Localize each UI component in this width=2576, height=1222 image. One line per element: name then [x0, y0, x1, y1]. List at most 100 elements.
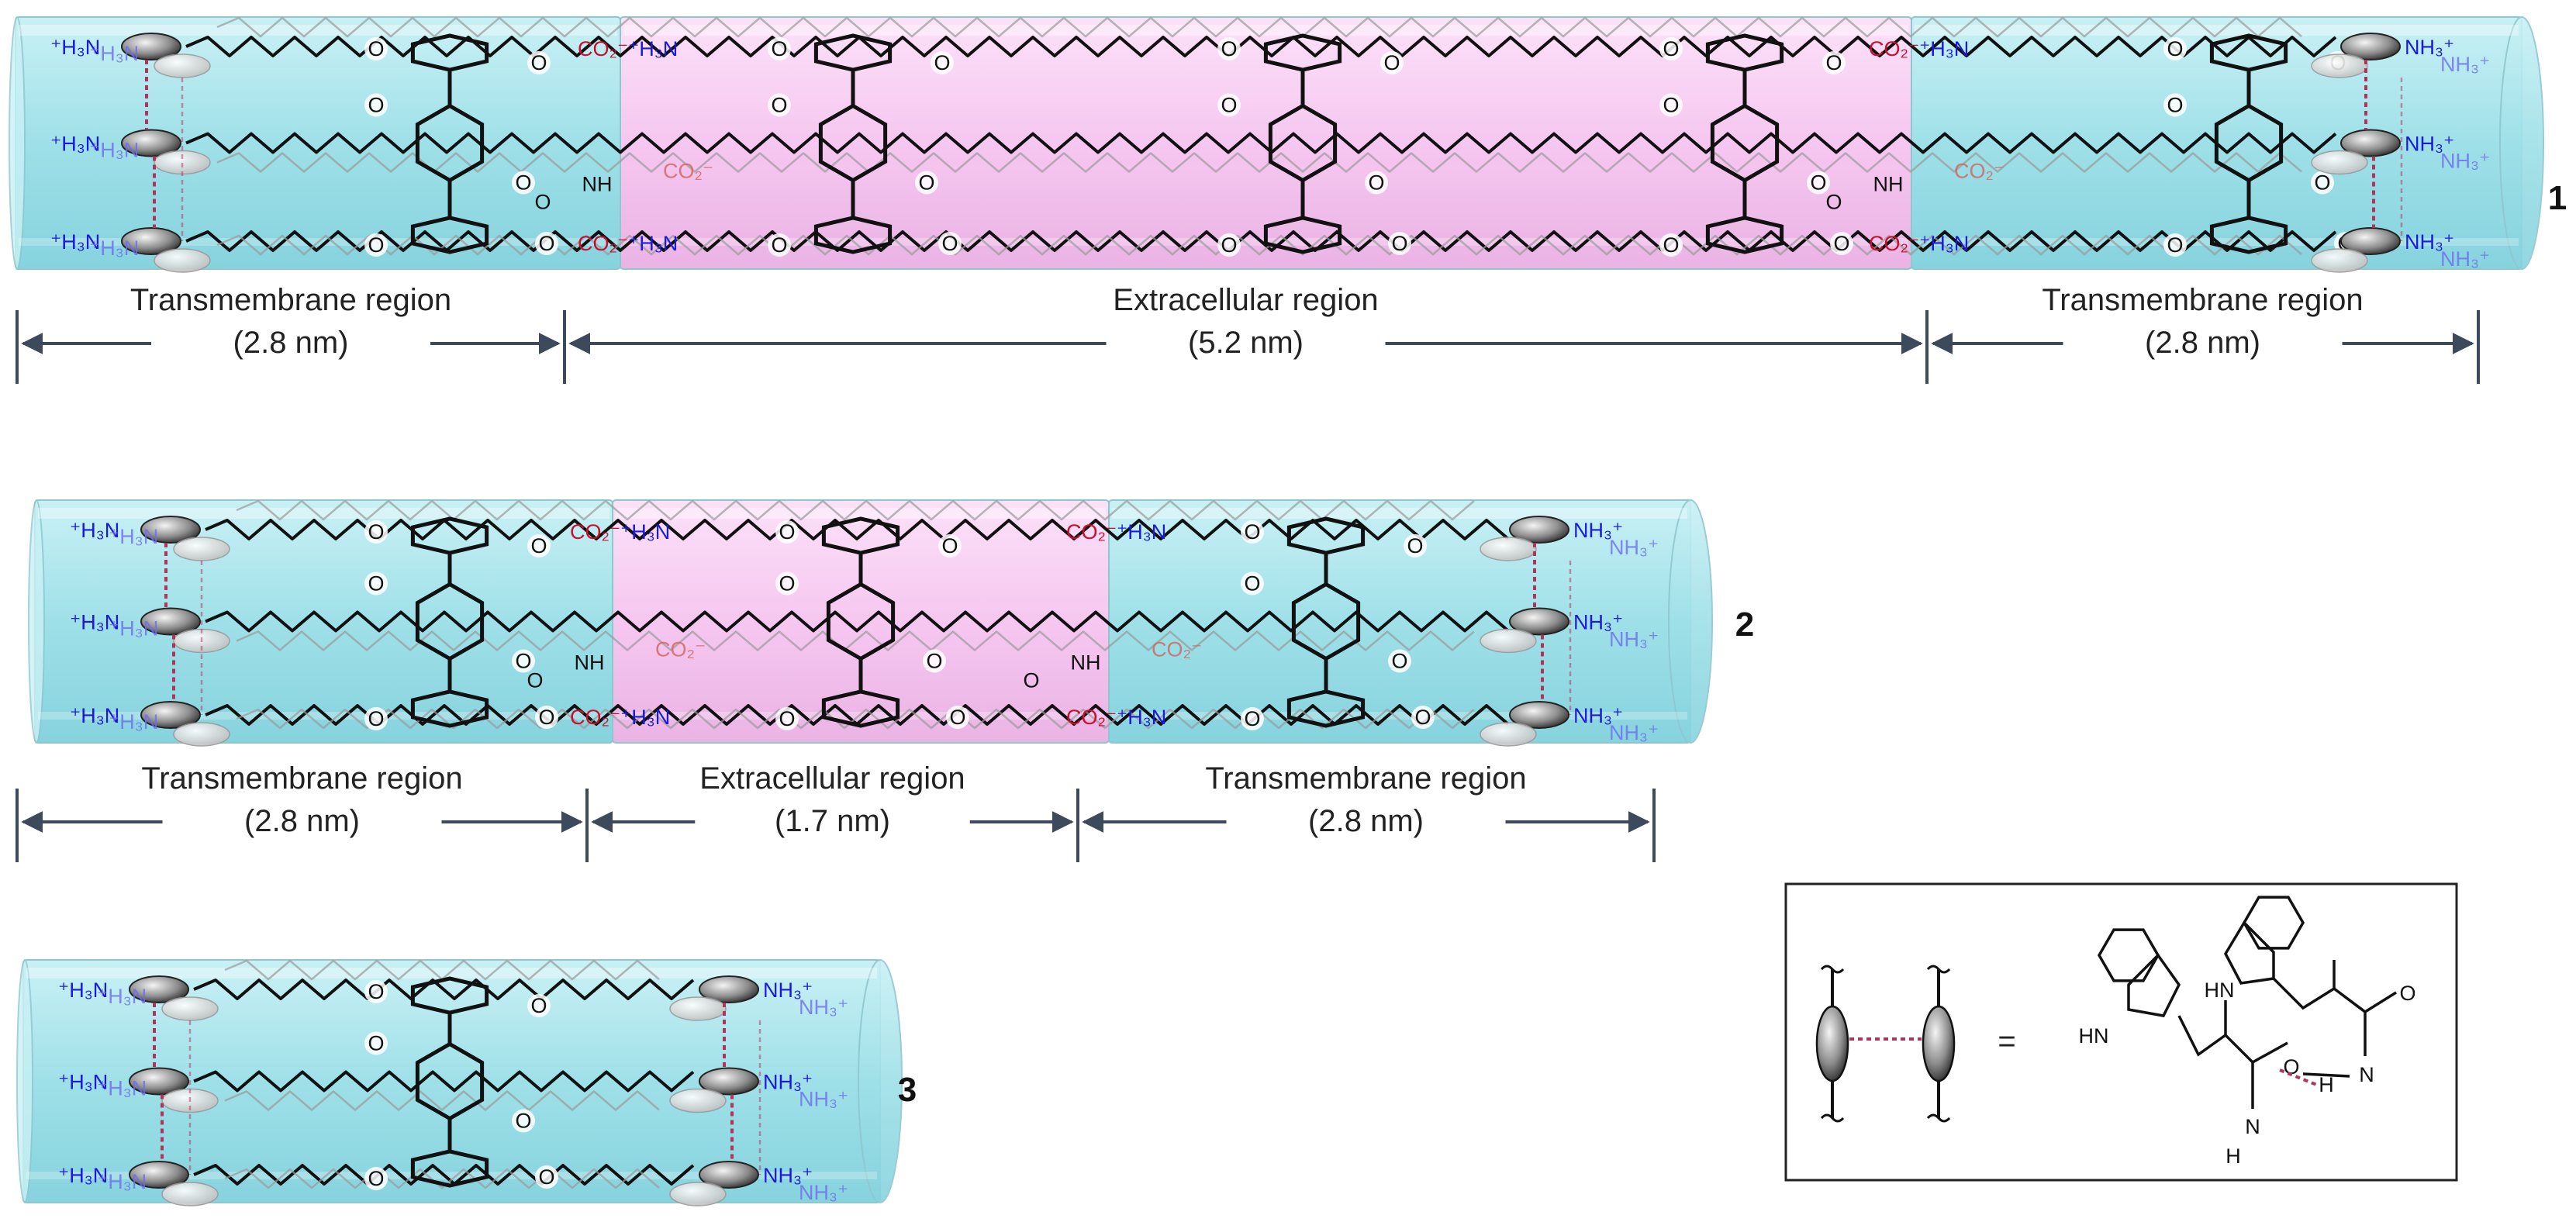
arene-ring	[1286, 689, 1366, 728]
transmembrane-region-length: (2.8 nm)	[244, 804, 360, 838]
indole-benzene-ring	[2097, 928, 2160, 982]
oxygen-bg	[1822, 51, 1846, 74]
amine-terminus: NH₃⁺	[1573, 704, 1623, 727]
post-break	[1820, 1113, 1845, 1123]
tryptophan-bead-back	[173, 722, 230, 747]
oxygen-bg	[938, 232, 962, 255]
oxygen-label: O	[934, 51, 950, 74]
oxygen-label: O	[368, 520, 384, 544]
tryptophan-bead-back	[173, 537, 230, 561]
alkyl-chain	[216, 16, 2302, 38]
tryptophan-bead	[1509, 516, 1569, 544]
amine-terminus-back: NH₃⁺	[799, 996, 848, 1019]
molecule-1-structure: OOOOOOOOOOOOOOOOOOOOOOOOOOOOOO⁺H₃N⁺H₃N⁺H…	[50, 16, 2567, 273]
oxygen-label: O	[368, 37, 384, 60]
amine-terminus: ⁺H₃N	[58, 979, 108, 1002]
carbonyl-o-label: O	[2399, 982, 2415, 1005]
amine-terminus: ⁺H₃N	[70, 704, 119, 727]
oxygen-bg	[1659, 37, 1683, 60]
oxygen-bg	[923, 649, 946, 673]
tryptophan-bead-symbol	[1815, 1005, 1849, 1082]
cylinder-highlight	[26, 968, 877, 979]
tryptophan-bead-back	[154, 248, 211, 273]
amide-h-label: H	[2319, 1073, 2334, 1096]
cylinder-highlight	[616, 508, 1106, 519]
transmembrane-region-title: Transmembrane region	[2042, 283, 2363, 317]
amide-nh-label: NH	[1071, 651, 1101, 675]
tryptophan-bead	[140, 701, 201, 729]
tryptophan-bead-symbol	[1922, 1005, 1956, 1082]
indole-nh-label: HN	[2079, 1024, 2109, 1048]
oxygen-label: O	[2167, 37, 2183, 60]
alkyl-chain	[193, 979, 695, 1000]
amide-n-label: N	[2245, 1115, 2260, 1138]
carboxylate-label: CO₂⁻	[1066, 706, 1117, 729]
cylinder-start-cap	[9, 16, 26, 270]
amine-terminus: NH₃⁺	[2405, 230, 2454, 254]
oxygen-bg	[1365, 171, 1388, 195]
oxygen-label: O	[368, 94, 384, 117]
tryptophan-bead-back	[161, 996, 219, 1021]
oxygen-bg	[1807, 171, 1830, 195]
oxygen-label: O	[771, 233, 787, 257]
region-labels-layer: Transmembrane region(2.8 nm)Extracellula…	[16, 283, 2480, 862]
tryptophan-bead-back	[2311, 54, 2368, 78]
oxygen-label: O	[538, 706, 554, 729]
oxygen-label: O	[1391, 650, 1407, 673]
oxygen-bg	[364, 37, 388, 60]
amine-terminus-back: NH₃⁺	[1609, 628, 1659, 651]
amide-nh-label: NH	[575, 651, 605, 675]
amine-label: ⁺H₃N	[620, 706, 670, 729]
amide-n-label: N	[2359, 1063, 2374, 1086]
oxygen-label: O	[918, 171, 934, 195]
tryptophan-bead-back	[1480, 722, 1537, 747]
cylinder-start-cap	[28, 499, 45, 744]
oxygen-bg	[775, 520, 799, 544]
transmembrane-region-length: (2.8 nm)	[2145, 326, 2260, 360]
oxygen-label: O	[538, 1165, 554, 1189]
amine-terminus-back: NH₃⁺	[2440, 150, 2490, 173]
tryptophan-bead	[140, 607, 201, 636]
arene-ring	[2209, 216, 2288, 254]
oxygen-bg	[1830, 232, 1853, 255]
alkyl-chain	[236, 630, 1475, 651]
oxygen-label: O	[1663, 94, 1679, 117]
alkyl-chain	[185, 132, 2337, 154]
post-break	[1820, 965, 1845, 974]
amine-terminus: ⁺H₃N	[58, 1164, 108, 1187]
amine-terminus: ⁺H₃N	[50, 36, 100, 59]
amine-terminus-back: ⁺H₃N	[89, 42, 139, 65]
oxygen-label: O	[779, 707, 795, 730]
transmembrane-region-title: Transmembrane region	[141, 761, 462, 796]
oxygen-label: O	[779, 520, 795, 544]
oxygen-bg	[535, 1165, 558, 1189]
alkyl-chain	[193, 1070, 695, 1093]
amine-terminus-back: ⁺H₃N	[89, 139, 139, 162]
oxygen-label: O	[1244, 572, 1260, 595]
amine-terminus: ⁺H₃N	[50, 133, 100, 156]
oxygen-label: O	[515, 650, 531, 673]
oxygen-bg	[768, 37, 791, 60]
alkyl-chain	[205, 519, 1510, 540]
legend-equals: =	[1998, 1024, 2015, 1058]
amine-terminus-back: ⁺H₃N	[89, 236, 139, 260]
oxygen-bg	[1388, 232, 1411, 255]
oxygen-bg	[364, 520, 388, 544]
oxygen-label: O	[1221, 94, 1237, 117]
oxygen-label: O	[2167, 94, 2183, 117]
oxygen-label: O	[368, 707, 384, 730]
cylinder-end-cap	[1668, 499, 1713, 744]
nh-bond	[2302, 1072, 2350, 1078]
amine-terminus-back: NH₃⁺	[799, 1088, 848, 1111]
arene-ring	[410, 216, 489, 254]
amide-nh-label: NH	[1873, 173, 1904, 196]
carboxylate-label-back: CO₂⁻	[1954, 160, 2005, 183]
amide-o-label: O	[1825, 191, 1842, 214]
oxygen-bg	[364, 1167, 388, 1190]
oxygen-bg	[1241, 571, 1264, 595]
carboxylate-label-back: CO₂⁻	[663, 160, 713, 183]
carbonyl-o-label: O	[2283, 1055, 2299, 1079]
amine-label: ⁺H₃N	[1919, 37, 1969, 60]
oxygen-bg	[512, 649, 535, 673]
